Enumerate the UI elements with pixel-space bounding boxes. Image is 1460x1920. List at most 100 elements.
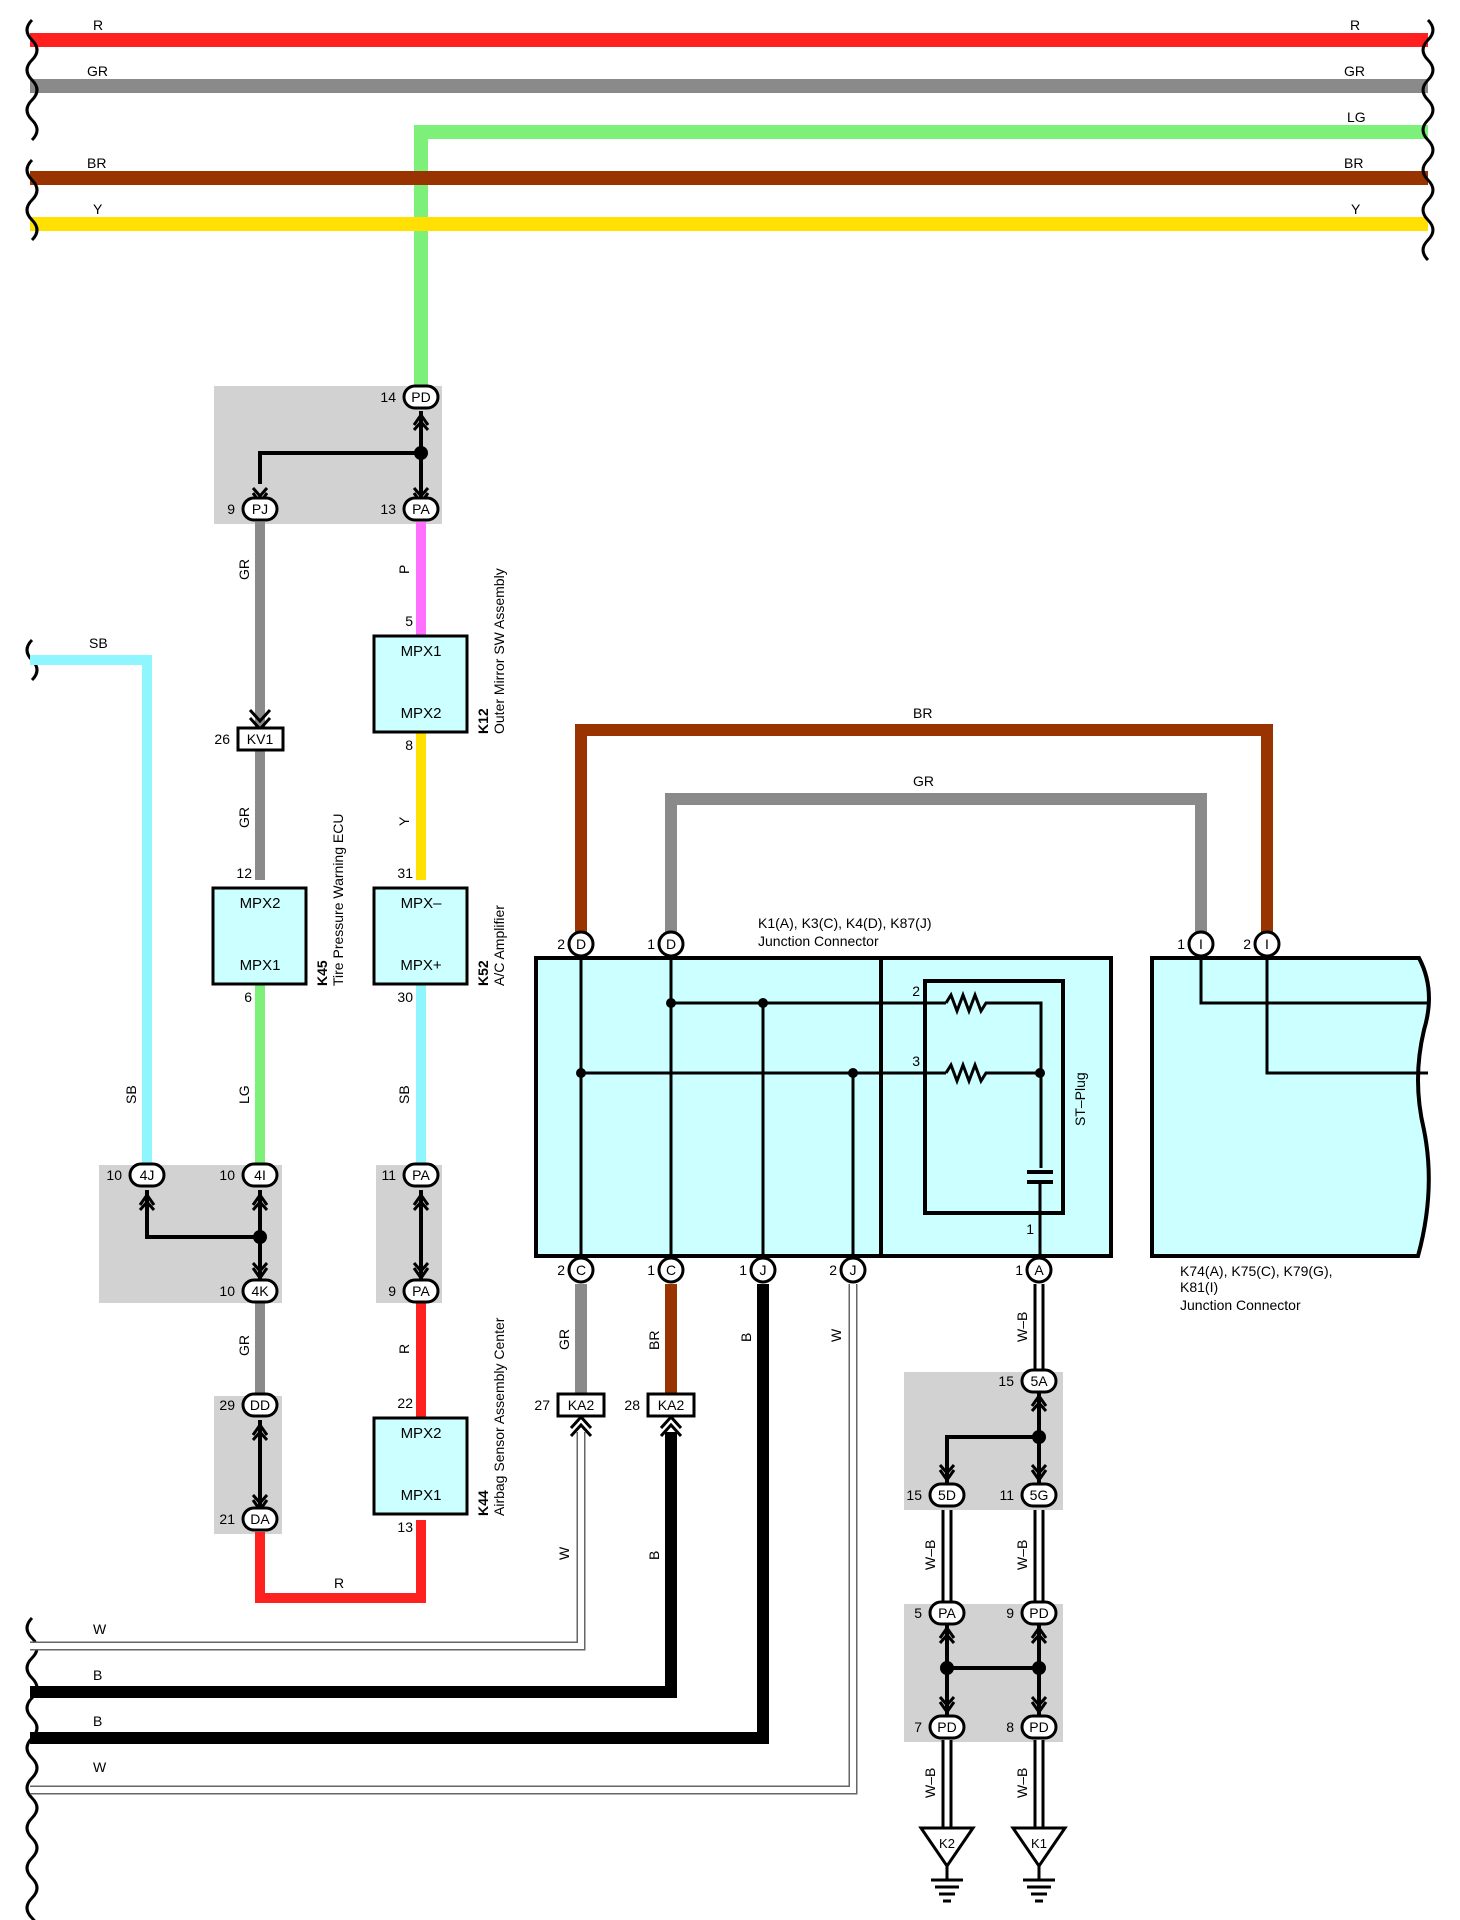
svg-text:8: 8 bbox=[405, 737, 413, 753]
connector-pa-13: PA 13 bbox=[380, 496, 440, 522]
svg-text:ST–Plug: ST–Plug bbox=[1072, 1072, 1088, 1126]
svg-text:26: 26 bbox=[214, 731, 230, 747]
svg-text:J: J bbox=[760, 1262, 767, 1278]
wire-gr-loop bbox=[665, 793, 1207, 944]
svg-text:I: I bbox=[1265, 936, 1269, 952]
svg-text:14: 14 bbox=[380, 389, 396, 405]
svg-text:K1(A), K3(C), K4(D), K87(J): K1(A), K3(C), K4(D), K87(J) bbox=[758, 915, 931, 931]
svg-text:W–B: W–B bbox=[1014, 1768, 1030, 1798]
junction-wire-labels: BR GR GR BR B W W–B W B W–B W–B W–B W–B … bbox=[93, 705, 1030, 1798]
wire-b-ka2 bbox=[30, 1432, 677, 1698]
connector-pd-14: PD 14 bbox=[380, 384, 440, 410]
svg-text:KA2: KA2 bbox=[658, 1397, 685, 1413]
svg-text:4I: 4I bbox=[254, 1167, 266, 1183]
svg-text:21: 21 bbox=[219, 1511, 235, 1527]
svg-text:5G: 5G bbox=[1030, 1487, 1049, 1503]
svg-text:GR: GR bbox=[236, 807, 252, 828]
svg-text:2: 2 bbox=[557, 1262, 565, 1278]
svg-text:PA: PA bbox=[938, 1605, 956, 1621]
svg-text:1: 1 bbox=[647, 936, 655, 952]
junction-wires bbox=[30, 724, 1273, 1828]
svg-text:I: I bbox=[1199, 936, 1203, 952]
svg-text:Junction Connector: Junction Connector bbox=[758, 933, 879, 949]
connector-pj-9: PJ 9 bbox=[227, 496, 279, 522]
svg-text:GR: GR bbox=[236, 1335, 252, 1356]
svg-text:9: 9 bbox=[227, 501, 235, 517]
svg-text:MPX1: MPX1 bbox=[401, 643, 442, 660]
svg-text:30: 30 bbox=[397, 989, 413, 1005]
label-top-br-left: BR bbox=[87, 155, 106, 171]
ka2-connectors: KA2 27 KA2 28 bbox=[534, 1392, 696, 1418]
svg-text:C: C bbox=[576, 1262, 586, 1278]
connector-pa-9: PA 9 bbox=[388, 1278, 440, 1304]
label-top-br-right: BR bbox=[1344, 155, 1363, 171]
ecu-k44: MPX2 MPX1 22 13 K44 Airbag Sensor Assemb… bbox=[372, 1317, 507, 1535]
svg-text:13: 13 bbox=[397, 1519, 413, 1535]
svg-text:SB: SB bbox=[89, 635, 108, 651]
svg-text:PD: PD bbox=[1029, 1719, 1048, 1735]
connector-pd-7: PD 7 bbox=[914, 1714, 966, 1740]
svg-text:10: 10 bbox=[106, 1167, 122, 1183]
svg-text:C: C bbox=[666, 1262, 676, 1278]
svg-text:W: W bbox=[556, 1546, 572, 1560]
left-wires bbox=[30, 522, 426, 1603]
label-top-r-right: R bbox=[1350, 17, 1360, 33]
wire-b-j bbox=[30, 1284, 769, 1744]
svg-text:1: 1 bbox=[1026, 1221, 1034, 1237]
left-connectors: PD 14 PJ 9 PA 13 KV1 26 4J 10 4I 10 bbox=[106, 384, 440, 1532]
svg-text:PA: PA bbox=[412, 501, 430, 517]
svg-text:15: 15 bbox=[998, 1373, 1014, 1389]
pin-d-2: D 2 bbox=[557, 930, 595, 958]
pin-i-2: I 2 bbox=[1243, 930, 1281, 958]
svg-text:MPX2: MPX2 bbox=[401, 705, 442, 722]
label-top-gr-right: GR bbox=[1344, 63, 1365, 79]
svg-text:DA: DA bbox=[250, 1511, 270, 1527]
right-lower-connectors: 5A 15 5D 15 5G 11 PA 5 PD 9 PD 7 bbox=[906, 1368, 1058, 1740]
connector-5g: 5G 11 bbox=[999, 1482, 1058, 1508]
svg-text:KV1: KV1 bbox=[247, 731, 274, 747]
connector-5a: 5A 15 bbox=[998, 1368, 1058, 1394]
label-top-r-left: R bbox=[93, 17, 103, 33]
svg-text:GR: GR bbox=[913, 773, 934, 789]
svg-text:PD: PD bbox=[937, 1719, 956, 1735]
svg-text:LG: LG bbox=[236, 1085, 252, 1104]
connector-ka2-27: KA2 27 bbox=[534, 1392, 606, 1418]
svg-text:Junction Connector: Junction Connector bbox=[1180, 1297, 1301, 1313]
panel-links bbox=[138, 411, 430, 1515]
svg-text:K1: K1 bbox=[1031, 1836, 1047, 1851]
pin-c-2: C 2 bbox=[557, 1256, 595, 1284]
svg-text:BR: BR bbox=[913, 705, 932, 721]
svg-text:29: 29 bbox=[219, 1397, 235, 1413]
svg-text:SB: SB bbox=[123, 1085, 139, 1104]
svg-text:GR: GR bbox=[556, 1329, 572, 1350]
svg-text:K52: K52 bbox=[475, 960, 491, 986]
connector-4k: 4K 10 bbox=[219, 1278, 279, 1304]
svg-text:5: 5 bbox=[914, 1605, 922, 1621]
svg-text:W–B: W–B bbox=[922, 1540, 938, 1570]
pin-i-1: I 1 bbox=[1177, 930, 1215, 958]
wire-br-loop bbox=[575, 724, 1273, 944]
svg-text:2: 2 bbox=[557, 936, 565, 952]
svg-text:J: J bbox=[850, 1262, 857, 1278]
connector-ka2-28: KA2 28 bbox=[624, 1392, 696, 1418]
wire-r-bottom bbox=[255, 1520, 426, 1603]
svg-text:MPX+: MPX+ bbox=[400, 957, 442, 974]
svg-text:Y: Y bbox=[396, 816, 412, 826]
top-bus: R R GR GR LG BR BR Y Y bbox=[25, 17, 1435, 1920]
svg-text:6: 6 bbox=[244, 989, 252, 1005]
connector-5d: 5D 15 bbox=[906, 1482, 966, 1508]
connector-pd-9: PD 9 bbox=[1006, 1600, 1058, 1626]
svg-text:2: 2 bbox=[1243, 936, 1251, 952]
svg-text:KA2: KA2 bbox=[568, 1397, 595, 1413]
svg-text:R: R bbox=[396, 1344, 412, 1354]
connector-pa-5: PA 5 bbox=[914, 1600, 966, 1626]
connector-4i: 4I 10 bbox=[219, 1162, 279, 1188]
svg-text:DD: DD bbox=[250, 1397, 270, 1413]
right-panel-links bbox=[569, 1392, 1048, 1716]
connector-kv1: KV1 26 bbox=[214, 726, 285, 752]
svg-text:K45: K45 bbox=[314, 960, 330, 986]
svg-text:B: B bbox=[646, 1551, 662, 1560]
ecu-k52: MPX– MPX+ 31 30 K52 A/C Amplifier bbox=[372, 865, 507, 1005]
svg-text:K81(I): K81(I) bbox=[1180, 1279, 1218, 1295]
svg-text:9: 9 bbox=[388, 1283, 396, 1299]
